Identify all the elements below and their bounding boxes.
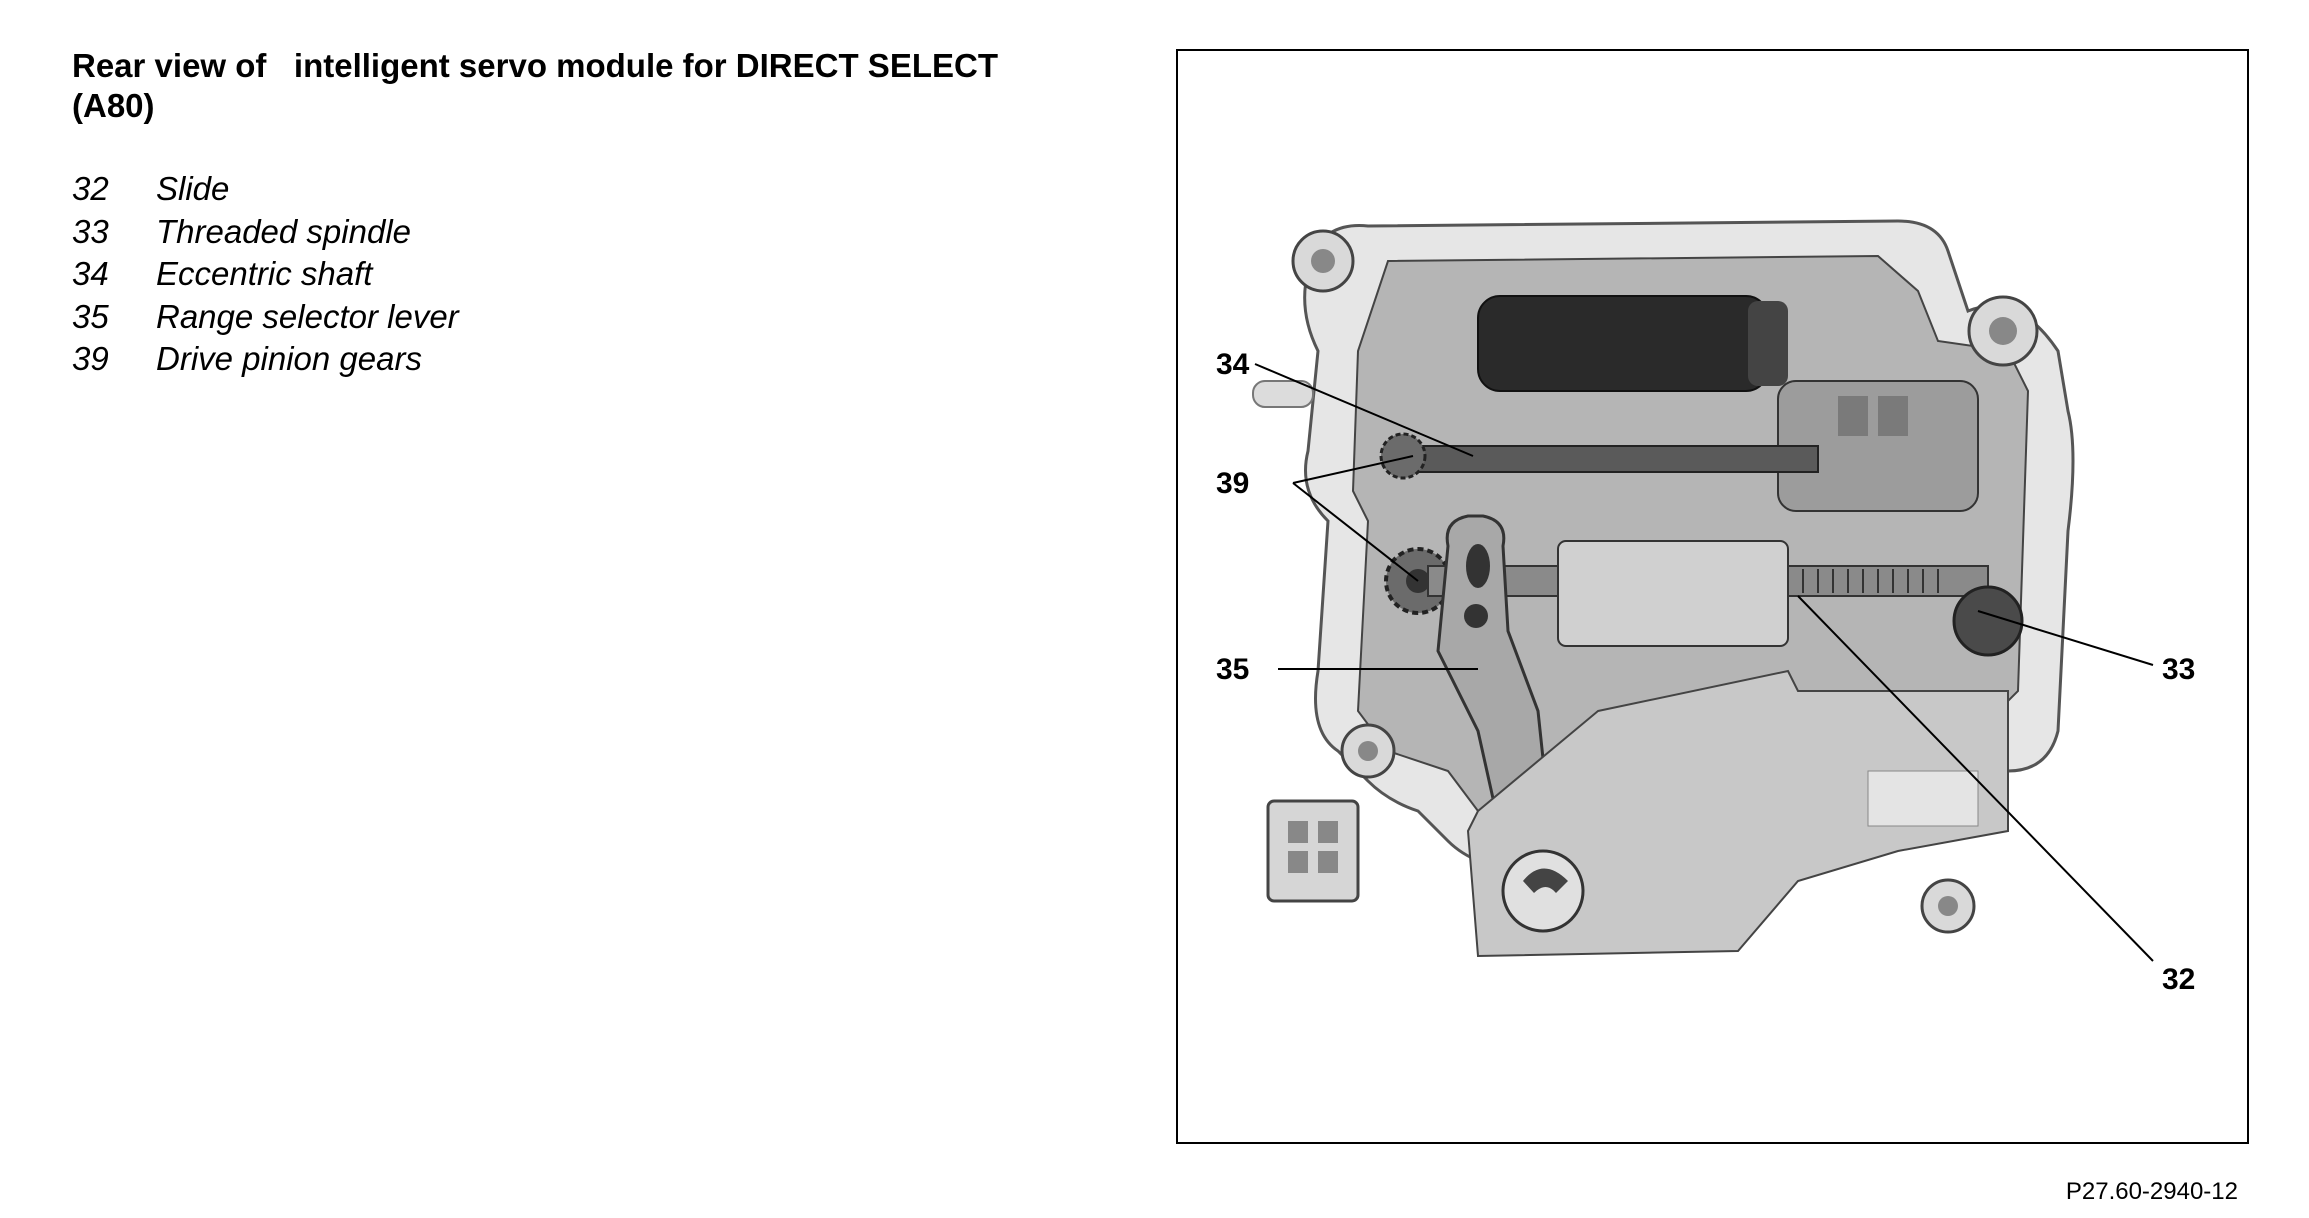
circuit-board <box>1466 669 2009 958</box>
legend-number: 33 <box>72 212 109 250</box>
page-title: Rear view of intelligent servo module fo… <box>72 47 998 124</box>
figure-reference-code: P27.60-2940-12 <box>2065 1178 2238 1205</box>
legend-item: 39 Drive pinion gears <box>72 338 459 381</box>
callout-33: 33 <box>2162 653 2195 686</box>
figure-frame: 34 39 35 33 32 <box>1176 49 2249 1144</box>
electric-motor <box>1477 295 1769 392</box>
callout-35: 35 <box>1216 653 1249 686</box>
legend-number: 39 <box>72 340 109 377</box>
callout-39: 39 <box>1216 467 1249 500</box>
mounting-bosses <box>1291 229 2039 934</box>
legend-number: 35 <box>72 297 109 335</box>
wiring-connector <box>1266 799 1360 903</box>
legend-label: Slide <box>156 170 230 207</box>
leader-lines <box>1254 363 2154 962</box>
legend-label: Drive pinion gears <box>156 340 422 377</box>
legend-item: 35 Range selector lever <box>72 296 459 339</box>
legend-list: 32 Slide 33 Threaded spindle 34 Eccentri… <box>72 168 459 381</box>
legend-item: 33 Threaded spindle <box>72 211 459 254</box>
legend-number: 32 <box>72 170 109 207</box>
callout-32: 32 <box>2162 963 2195 996</box>
servo-module-illustration: 34 39 35 33 32 <box>1216 219 2195 996</box>
legend-label: Range selector lever <box>156 297 459 335</box>
legend-item: 34 Eccentric shaft <box>72 253 459 296</box>
legend-label: Threaded spindle <box>156 212 412 250</box>
slide <box>1557 540 1789 647</box>
legend-number: 34 <box>72 255 109 292</box>
legend-label: Eccentric shaft <box>156 255 373 292</box>
cam-disc <box>1501 849 1585 933</box>
callout-34: 34 <box>1216 348 1250 381</box>
legend-item: 32 Slide <box>72 168 459 211</box>
